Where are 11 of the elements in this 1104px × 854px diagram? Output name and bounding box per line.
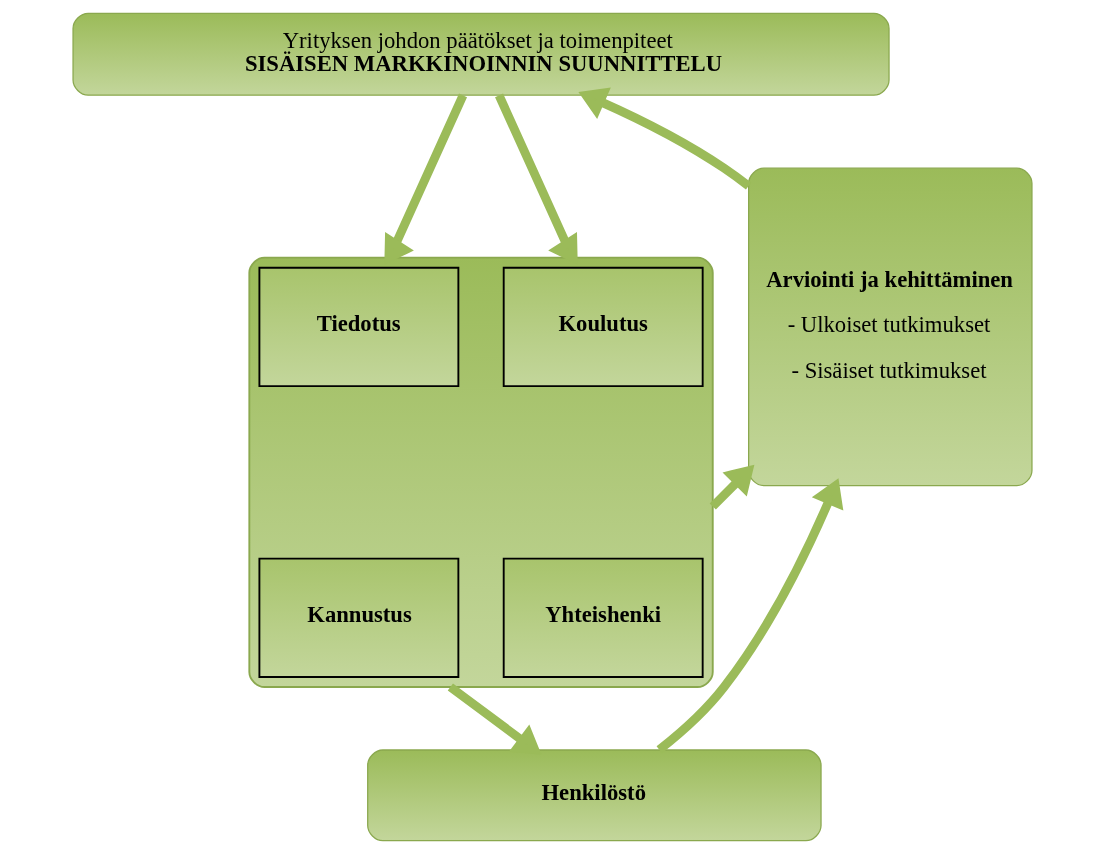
node-box: Kannustus [257,557,459,678]
node-box: Yhteishenki [502,557,704,678]
node-box: Henkilöstö [366,749,822,842]
node-box: Koulutus [502,266,704,387]
node-box: Tiedotus [257,266,459,387]
node-box: Yrityksen johdon päätökset ja toimenpiteet SISÄISEN MARKKINOINNIN SUUNNITTELU [71,12,890,96]
arrow [709,464,754,510]
cluster [247,256,714,688]
node-box: Arviointi ja kehittäminen - Ulkoiset tutkimukset - Sisäiset tutkimukset [747,167,1033,487]
arrow [656,478,843,754]
arrow [577,87,751,190]
